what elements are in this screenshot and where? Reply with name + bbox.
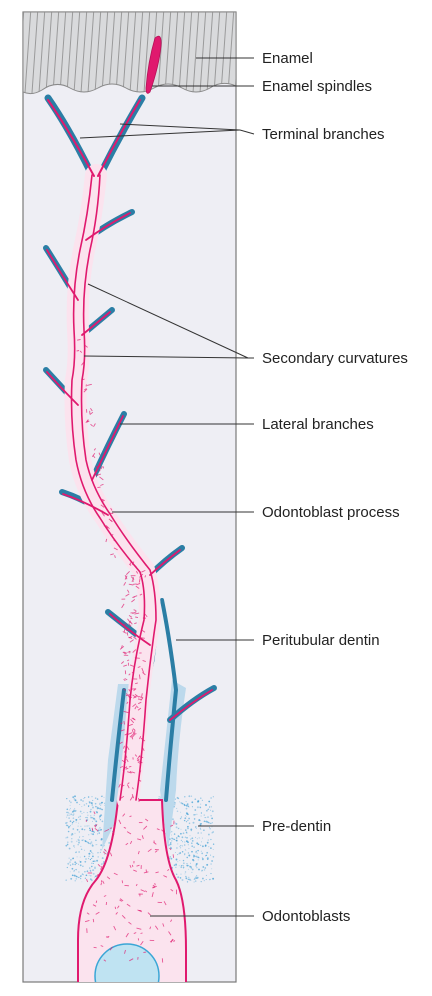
enamel-layer: [23, 12, 236, 95]
label-peritubular-dentin: Peritubular dentin: [262, 632, 380, 649]
enamel-spindle: [145, 35, 162, 94]
label-terminal-branches: Terminal branches: [262, 126, 385, 143]
odontoblast-nucleus: [94, 943, 160, 982]
odontoblast-process: [46, 99, 213, 811]
label-pre-dentin: Pre-dentin: [262, 818, 331, 835]
odontoblast-cell: [77, 799, 187, 982]
process-speckles: [76, 339, 177, 963]
label-enamel: Enamel: [262, 50, 313, 67]
leader-lines: [79, 57, 255, 917]
label-enamel-spindles: Enamel spindles: [262, 78, 372, 95]
label-odontoblasts: Odontoblasts: [262, 908, 350, 925]
label-secondary-curvatures: Secondary curvatures: [262, 350, 408, 367]
label-odontoblast-process: Odontoblast process: [262, 504, 400, 521]
peritubular-dentin-lower-right: [160, 680, 186, 850]
label-lateral-branches: Lateral branches: [262, 416, 374, 433]
